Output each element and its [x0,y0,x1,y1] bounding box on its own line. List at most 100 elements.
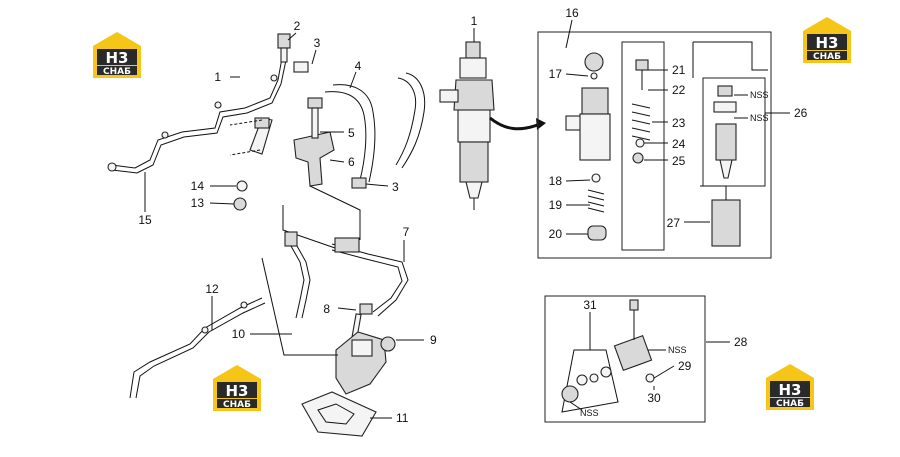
retaining-nut [711,199,741,247]
kit-ring [576,374,588,386]
leader-lines [144,19,790,419]
brand-logo: H3 СНАБ [213,365,261,411]
nozzle-body [715,123,737,161]
injection-pump-assembly [129,231,409,437]
logo-word: СНАБ [813,52,841,62]
callout-15: 15 [138,213,152,227]
callout-3: 3 [314,36,321,50]
nozzle-tip [465,181,483,199]
callout-17: 17 [549,67,563,81]
seal-ring [590,72,598,80]
pipe-clamp [201,326,209,334]
nozzle-frame [702,77,766,187]
brand-logo: H3 СНАБ [93,32,141,78]
callout-16: 16 [565,6,579,20]
solenoid-box [544,295,706,423]
callout-5: 5 [348,126,355,140]
callout-23: 23 [672,116,686,130]
callout-26: 26 [794,106,808,120]
injector-inlet [439,89,459,103]
pipe-clamp [214,101,222,109]
injector-head [254,117,270,129]
logo-mark: H3 [106,49,129,67]
fitting [293,61,309,73]
callout-22: 22 [672,83,686,97]
pump-head [351,339,373,357]
logo-mark: H3 [779,381,802,399]
kit-ring [600,366,612,378]
callout-25: 25 [672,154,686,168]
callout-11: 11 [396,411,409,425]
adjust-screw [635,59,649,71]
cap-nut [584,52,604,72]
holder-lower [579,113,611,161]
pipe-nut [107,162,117,172]
clamp-bolt-head [307,97,323,109]
logo-word: СНАБ [223,400,251,410]
callout-4: 4 [355,59,362,73]
fuel-lines-upper [107,33,426,249]
pressure-spring [631,103,651,141]
banjo-bolt [277,33,291,49]
callout-1: 1 [214,70,221,84]
nss-label: NSS [668,345,687,355]
kit-ring [589,373,599,383]
callout-3b: 3 [392,180,399,194]
logo-mark: H3 [816,34,839,52]
nozzle-needle [719,159,733,179]
logo-word: СНАБ [776,399,804,409]
injector-clamp [293,131,335,187]
callout-14: 14 [191,179,205,193]
solenoid-nut [645,373,655,383]
stop-solenoid [613,334,653,372]
solenoid-connector [629,299,639,311]
callout-24: 24 [672,137,686,151]
callout-7: 7 [403,225,410,239]
callout-31: 31 [583,298,597,312]
callout-6: 6 [348,155,355,169]
injector-nozzle-holder [453,79,495,111]
callout-9: 9 [430,333,437,347]
holder-body [581,87,609,115]
detail-frame [537,31,772,259]
pipe-fitting [334,237,360,253]
nss-label: NSS [750,113,769,123]
callout-27: 27 [667,216,681,230]
callout-21: 21 [672,63,686,77]
shim [591,173,601,183]
detail-frame [544,295,706,423]
fuel-injector [439,41,546,210]
nozzle-seal [713,101,737,113]
callout-20: 20 [549,227,563,241]
sub-frame [621,41,665,251]
injector-top [459,57,487,79]
callout-12: 12 [205,282,219,296]
banjo-bolt-shank [280,47,288,63]
washer [635,138,645,148]
kit-part [561,385,579,403]
injector-body [457,109,491,143]
callout-19: 19 [549,198,563,212]
nss-label: NSS [750,90,769,100]
pump-gasket [301,391,377,437]
pipe-clamp [270,74,278,82]
callout-10: 10 [232,327,246,341]
pump-bolt-head [359,303,373,315]
nozzle-nut [717,85,733,97]
injector-lower-body [459,141,489,183]
pipe-clamp [240,301,248,309]
callout-labels: 1 2 3 4 5 6 3 14 13 15 7 12 8 10 9 11 1 … [138,6,807,425]
injector-exploded-box [537,31,772,259]
washer [632,152,644,164]
callout-30: 30 [647,391,661,405]
callout-29: 29 [678,359,692,373]
nss-label: NSS [580,408,599,418]
logo-word: СНАБ [103,67,131,77]
callout-8: 8 [323,302,330,316]
callout-2: 2 [294,19,301,33]
spring [587,189,605,213]
clamp-bolt-shank [311,107,319,139]
callout-1b: 1 [471,14,478,28]
injector-cap [465,41,481,59]
